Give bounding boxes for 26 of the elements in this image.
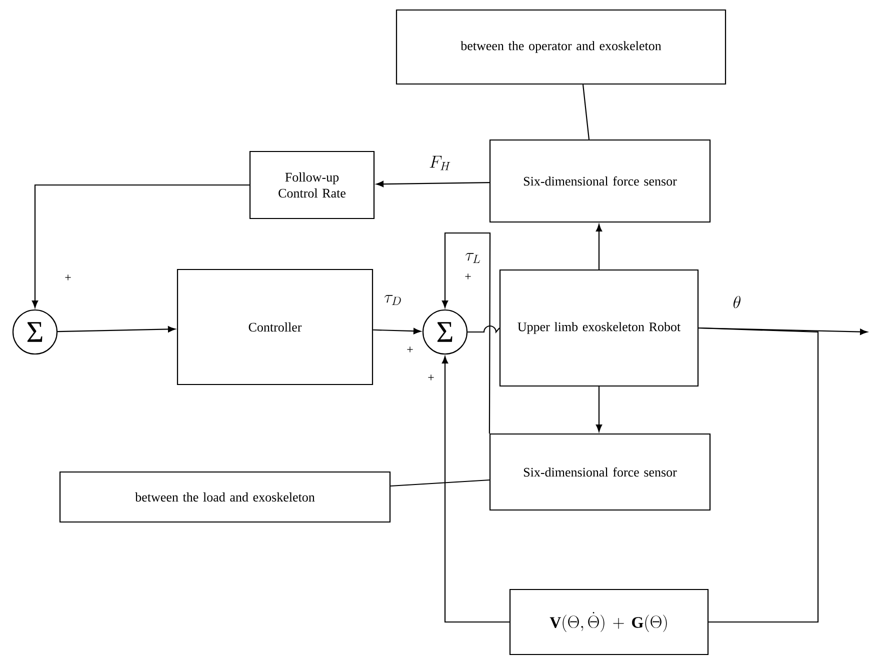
sign-label: + [465,274,471,280]
edge-label: $\tau_D$ [384,294,401,306]
sign-label: + [428,374,434,380]
block-box: between the operator and exoskeleton [396,9,726,85]
sign-label: + [407,346,413,352]
arrow [58,326,176,332]
arrow [442,356,510,623]
block-box: Six-dimensional force sensor [489,433,711,511]
arrow [376,180,490,188]
arrow [373,328,421,334]
block-box: Upper limb exoskeleton Robot [499,269,699,387]
summing-junction: Σ [12,309,58,355]
block-box: Controller [176,268,374,386]
block-box: $\mathbf{V}(\Theta,\dot{\Theta})+\mathbf{G}(\Theta)$ [509,588,709,656]
arrow [442,232,491,434]
edge-label: $\theta$ [734,296,740,308]
block-box: Six-dimensional force sensor [489,139,711,223]
edge-label: $F_H$ [430,156,450,170]
block-box: between the load and exoskeleton [59,471,391,523]
edge-label: $\tau_L$ [466,252,480,264]
arrow [596,224,602,270]
sign-label: + [65,274,71,280]
block-box: Follow-up Control Rate [249,150,375,220]
summing-junction: Σ [422,309,468,355]
arrow [596,386,602,432]
arrow [32,184,250,308]
